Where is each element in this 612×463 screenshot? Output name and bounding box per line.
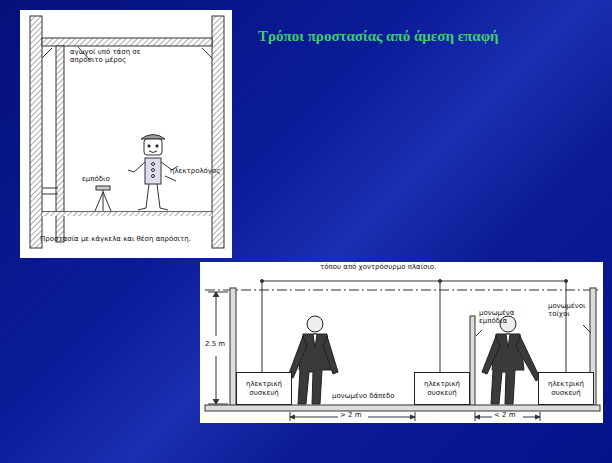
railing-figure	[30, 16, 224, 248]
person	[482, 316, 540, 404]
device-label: ηλεκτρική συσκευή	[539, 378, 593, 398]
height-dimension: 2.5 m	[205, 341, 225, 349]
barrier-label: μονωμένα εμπόδια	[479, 310, 525, 325]
person	[288, 316, 338, 404]
distance-dimension: > 2 m	[340, 412, 362, 420]
figure-caption: Προστασία με κάγκελα και θέση απρόσιτη.	[40, 236, 191, 244]
device-box: ηλεκτρική συσκευή	[414, 372, 470, 405]
figure-panel	[200, 262, 603, 423]
floor-label: μονωμένο δάπεδο	[332, 393, 395, 401]
device-label: ηλεκτρική συσκευή	[415, 378, 469, 398]
device-label: ηλεκτρική συσκευή	[237, 378, 291, 398]
obstacle-label: εμπόδιο	[82, 176, 110, 184]
device-box: ηλεκτρική συσκευή	[538, 372, 594, 405]
distance-dimension: < 2 m	[494, 412, 516, 420]
electrician-label: ηλεκτρολόγος	[170, 168, 220, 176]
frame-note: τόπου από χοντρόσυρμο πλαίσιο.	[320, 264, 436, 272]
isolation-figure	[205, 280, 600, 422]
slide-title: Τρόποι προστασίας από άμεση επαφή	[258, 28, 499, 45]
device-box: ηλεκτρική συσκευή	[236, 372, 292, 405]
wall-label: μονωμένοι τοίχοι	[548, 303, 592, 318]
conductor-label: αγωγοί υπό τάση σε απρόσιτο μέρος	[70, 49, 160, 64]
figure-panel	[20, 10, 232, 258]
